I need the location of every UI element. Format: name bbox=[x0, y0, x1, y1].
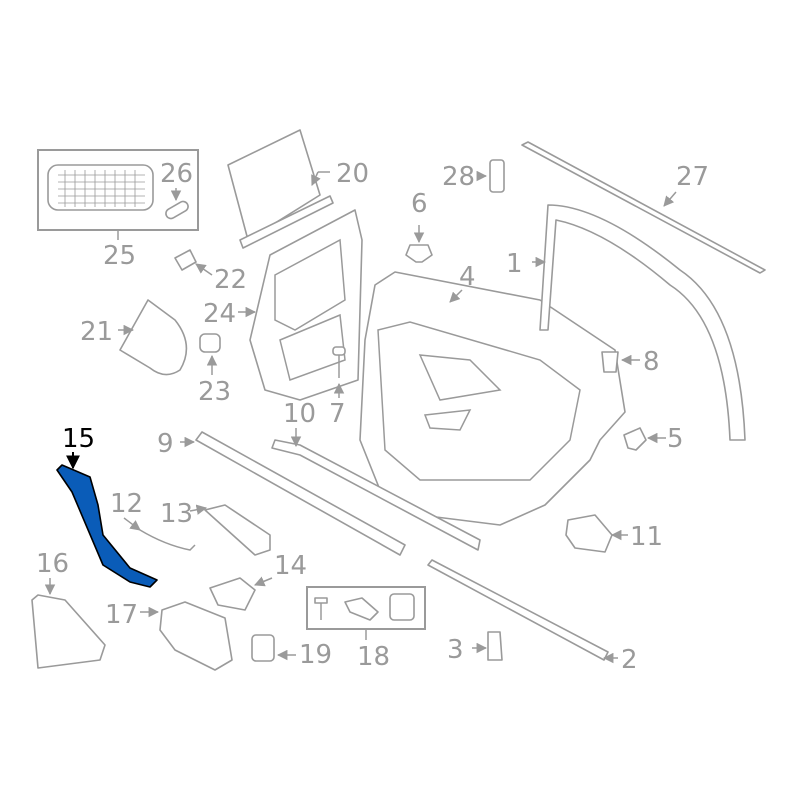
callout-13[interactable]: 13 bbox=[160, 499, 193, 529]
callout-12[interactable]: 12 bbox=[110, 489, 143, 519]
callout-7[interactable]: 7 bbox=[329, 399, 346, 429]
part-21-speaker[interactable] bbox=[118, 299, 188, 376]
part-6-clip[interactable] bbox=[405, 225, 433, 263]
part-28-clip[interactable] bbox=[489, 159, 505, 193]
part-23-cap[interactable] bbox=[199, 333, 221, 353]
part-14-switch[interactable] bbox=[209, 577, 256, 611]
callout-23[interactable]: 23 bbox=[198, 377, 231, 407]
callout-22[interactable]: 22 bbox=[214, 265, 247, 295]
callout-1[interactable]: 1 bbox=[506, 249, 523, 279]
callout-14[interactable]: 14 bbox=[274, 551, 307, 581]
part-19-switch[interactable] bbox=[251, 634, 275, 662]
part-27-weatherstrip[interactable] bbox=[521, 141, 766, 274]
callout-25[interactable]: 25 bbox=[103, 241, 136, 271]
callout-28[interactable]: 28 bbox=[442, 162, 475, 192]
callout-4[interactable]: 4 bbox=[459, 262, 476, 292]
callout-9[interactable]: 9 bbox=[157, 429, 174, 459]
part-18-group[interactable] bbox=[306, 586, 426, 640]
part-13-trim[interactable] bbox=[204, 504, 271, 556]
callout-26[interactable]: 26 bbox=[160, 159, 193, 189]
part-4-door-trim[interactable] bbox=[359, 271, 626, 526]
part-17-console[interactable] bbox=[159, 601, 233, 671]
part-7-screw[interactable] bbox=[332, 346, 346, 398]
callout-10[interactable]: 10 bbox=[283, 399, 316, 429]
callout-8[interactable]: 8 bbox=[643, 347, 660, 377]
part-9-trim-strip[interactable] bbox=[180, 431, 406, 556]
callout-2[interactable]: 2 bbox=[621, 645, 638, 675]
callout-17[interactable]: 17 bbox=[105, 600, 138, 630]
callout-21[interactable]: 21 bbox=[80, 317, 113, 347]
part-20-sunshade[interactable] bbox=[227, 129, 334, 249]
callout-15[interactable]: 15 bbox=[62, 424, 95, 454]
part-11-bracket[interactable] bbox=[565, 514, 613, 553]
part-8-plug[interactable] bbox=[601, 351, 619, 373]
callout-5[interactable]: 5 bbox=[667, 424, 684, 454]
part-22-clip[interactable] bbox=[174, 249, 197, 271]
callout-24[interactable]: 24 bbox=[203, 299, 236, 329]
part-12-strip[interactable] bbox=[139, 529, 196, 551]
part-25-group[interactable] bbox=[37, 149, 199, 240]
part-3-clip[interactable] bbox=[487, 631, 503, 661]
callout-3[interactable]: 3 bbox=[447, 635, 464, 665]
part-15-highlighted[interactable] bbox=[56, 452, 158, 588]
callout-6[interactable]: 6 bbox=[411, 189, 428, 219]
part-10-bracket[interactable] bbox=[271, 428, 481, 551]
part-2-strip[interactable] bbox=[427, 559, 609, 661]
part-16-cover[interactable] bbox=[31, 594, 106, 669]
part-1-frame-seal[interactable] bbox=[532, 204, 746, 441]
callout-19[interactable]: 19 bbox=[299, 640, 332, 670]
callout-16[interactable]: 16 bbox=[36, 549, 69, 579]
callout-27[interactable]: 27 bbox=[676, 162, 709, 192]
callout-18[interactable]: 18 bbox=[357, 642, 390, 672]
callout-20[interactable]: 20 bbox=[336, 159, 369, 189]
callout-11[interactable]: 11 bbox=[630, 522, 663, 552]
part-5-clip[interactable] bbox=[623, 427, 647, 451]
